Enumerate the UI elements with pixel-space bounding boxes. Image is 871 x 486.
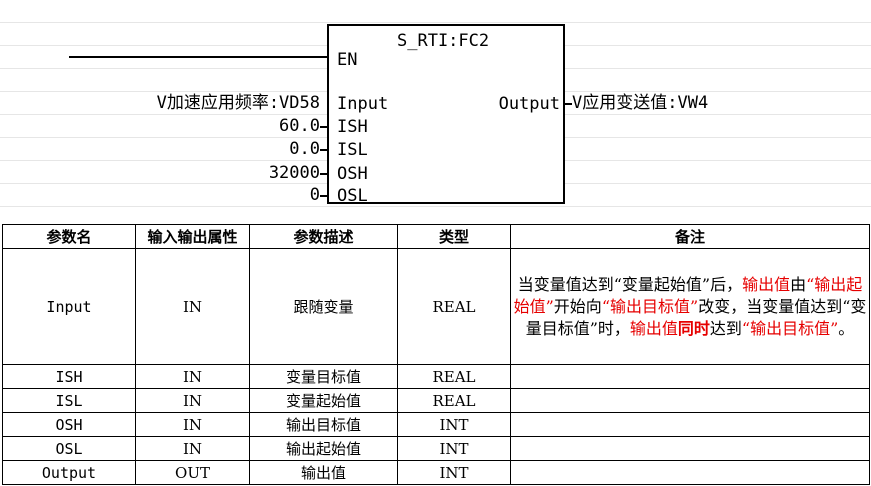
cell-io: IN: [135, 388, 250, 413]
remark-highlight: 输出值: [742, 274, 791, 294]
operand-output[interactable]: V应用变送值:VW4: [572, 93, 709, 113]
operand-input[interactable]: V加速应用频率:VD58: [156, 93, 320, 113]
table-row: Output OUT 输出值 INT: [2, 460, 870, 485]
pin-osl-label: OSL: [337, 186, 368, 206]
cell-description: 输出起始值: [249, 436, 398, 461]
cell-io: IN: [135, 412, 250, 437]
table-row: Input IN 跟随变量 REAL 当变量值达到“变量起始值”后，输出值由“输…: [2, 248, 870, 365]
table-row: OSL IN 输出起始值 INT: [2, 436, 870, 461]
cell-param-name: Output: [2, 460, 136, 485]
pin-osh-label: OSH: [337, 164, 368, 184]
remark-text: 当变量值达到“变量起始值”后，: [517, 274, 743, 294]
header-description: 参数描述: [249, 224, 398, 249]
cell-remark: [510, 436, 870, 461]
table-row: OSH IN 输出目标值 INT: [2, 412, 870, 437]
cell-type: REAL: [397, 388, 511, 413]
header-io-attr: 输入输出属性: [135, 224, 250, 249]
header-param-name: 参数名: [2, 224, 136, 249]
cell-type: REAL: [397, 364, 511, 389]
table-row: ISH IN 变量目标值 REAL: [2, 364, 870, 389]
cell-description: 输出值: [249, 460, 398, 485]
cell-param-name: ISH: [2, 364, 136, 389]
connector-osh: [320, 173, 327, 175]
en-rail-line: [69, 56, 327, 58]
remark-text: 达到: [709, 318, 742, 338]
cell-type: REAL: [397, 248, 511, 365]
cell-remark: 当变量值达到“变量起始值”后，输出值由“输出起始值”开始向“输出目标值”改变，当…: [510, 248, 870, 365]
connector-isl: [320, 149, 327, 151]
cell-io: IN: [135, 248, 250, 365]
cell-description: 跟随变量: [249, 248, 398, 365]
operand-osh[interactable]: 32000: [268, 163, 320, 183]
function-block-s-rti[interactable]: S_RTI:FC2 EN Input ISH ISL OSH OSL Outpu…: [327, 24, 565, 206]
cell-param-name: ISL: [2, 388, 136, 413]
cell-description: 变量起始值: [249, 388, 398, 413]
cell-description: 输出目标值: [249, 412, 398, 437]
pin-input-label: Input: [337, 94, 389, 114]
pin-isl-label: ISL: [337, 140, 368, 160]
cell-param-name: OSL: [2, 436, 136, 461]
operand-osl[interactable]: 0: [309, 185, 320, 205]
cell-param-name: OSH: [2, 412, 136, 437]
parameter-table: 参数名 输入输出属性 参数描述 类型 备注 Input IN 跟随变量 REAL…: [2, 224, 870, 485]
cell-remark: [510, 412, 870, 437]
operand-ish[interactable]: 60.0: [279, 116, 320, 136]
operand-isl[interactable]: 0.0: [289, 139, 320, 159]
remark-text: 由: [790, 274, 807, 294]
cell-io: OUT: [135, 460, 250, 485]
connector-osl: [320, 195, 327, 197]
remark-highlight: “输出目标值”: [741, 318, 839, 338]
remark-text: 改变，当变量值达到“变量目标值”时，: [525, 296, 867, 338]
cell-type: INT: [397, 436, 511, 461]
pin-ish-label: ISH: [337, 117, 368, 137]
remark-highlight-bold: 同时: [677, 318, 710, 338]
pin-en-label: EN: [337, 50, 358, 70]
table-header-row: 参数名 输入输出属性 参数描述 类型 备注: [2, 224, 870, 249]
block-title: S_RTI:FC2: [397, 31, 490, 51]
pin-output-label: Output: [498, 94, 560, 114]
header-type: 类型: [397, 224, 511, 249]
cell-type: INT: [397, 412, 511, 437]
remark-highlight: 输出值: [629, 318, 678, 338]
table-row: ISL IN 变量起始值 REAL: [2, 388, 870, 413]
remark-text: 开始向: [553, 296, 602, 316]
remark-highlight: “输出目标值”: [601, 296, 699, 316]
header-remark: 备注: [510, 224, 870, 249]
connector-ish: [320, 126, 327, 128]
cell-remark: [510, 460, 870, 485]
cell-remark: [510, 364, 870, 389]
connector-output: [565, 103, 572, 105]
cell-param-name: Input: [2, 248, 136, 365]
remark-text: 。: [838, 318, 855, 338]
cell-type: INT: [397, 460, 511, 485]
cell-remark: [510, 388, 870, 413]
cell-io: IN: [135, 436, 250, 461]
remark-highlight: “输出起始值”: [513, 274, 863, 316]
cell-io: IN: [135, 364, 250, 389]
cell-description: 变量目标值: [249, 364, 398, 389]
